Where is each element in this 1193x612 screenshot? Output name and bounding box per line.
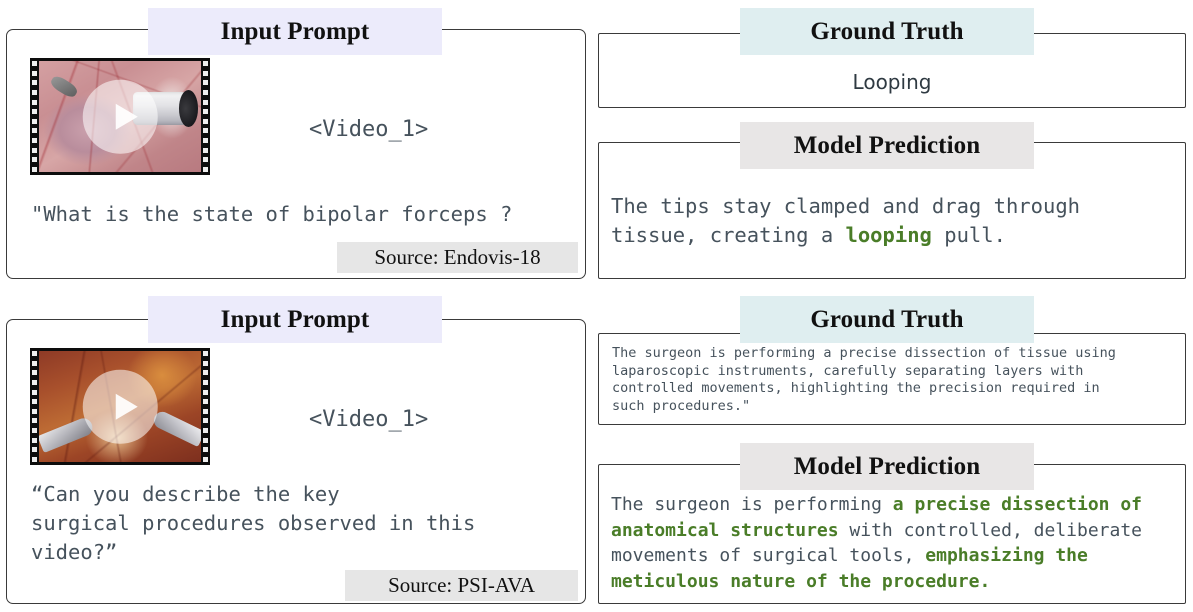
video-token-label-2: <Video_1> [309,407,429,432]
video-thumbnail-1[interactable] [30,58,210,175]
film-perforations-left [30,348,39,465]
source-badge-1: Source: Endovis-18 [337,242,578,273]
input-question-1: "What is the state of bipolar forceps ? [31,202,513,226]
video-frame-1 [39,61,201,172]
video-token-label-1: <Video_1> [309,117,429,142]
ground-truth-text-2: The surgeon is performing a precise diss… [612,345,1116,414]
play-icon[interactable] [82,79,158,154]
film-perforations-right [201,58,210,175]
model-prediction-text-2: The surgeon is performing a precise diss… [611,494,1143,592]
play-triangle-icon [115,393,138,420]
ground-truth-panel-2 [598,333,1186,425]
model-prediction-caption-1: Model Prediction [740,122,1034,169]
video-frame-2 [39,351,201,462]
film-perforations-left [30,58,39,175]
input-prompt-caption-1: Input Prompt [148,8,442,55]
source-badge-2: Source: PSI-AVA [345,570,578,601]
model-prediction-text-1: The tips stay clamped and drag through t… [611,194,1080,247]
video-thumbnail-2[interactable] [30,348,210,465]
play-triangle-icon [115,103,138,130]
play-icon[interactable] [82,369,158,444]
input-prompt-caption-2: Input Prompt [148,296,442,343]
ground-truth-caption-2: Ground Truth [740,296,1034,343]
input-question-2: “Can you describe the key surgical proce… [31,482,476,564]
ground-truth-text-1: Looping [852,70,932,94]
film-perforations-right [201,348,210,465]
model-prediction-caption-2: Model Prediction [740,443,1034,490]
ground-truth-caption-1: Ground Truth [740,8,1034,55]
